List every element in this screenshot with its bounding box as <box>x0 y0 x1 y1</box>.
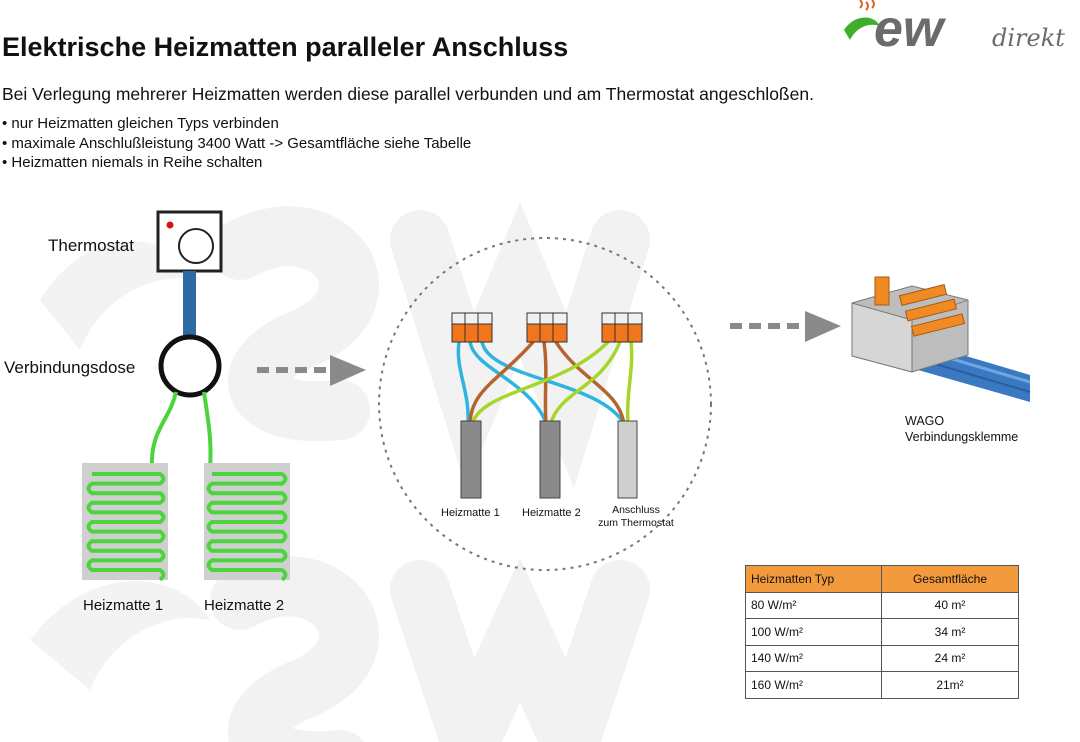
detail-mat-2-label: Heizmatte 2 <box>522 507 581 519</box>
detail-cable-thermostat <box>617 420 638 499</box>
mat-leads <box>149 391 213 469</box>
arrow-to-detail-icon <box>257 355 366 386</box>
table-header-type: Heizmatten Typ <box>745 565 882 593</box>
bullet-item: nur Heizmatten gleichen Typs verbinden <box>2 114 471 134</box>
table-cell: 24 m² <box>881 644 1019 672</box>
wago-label-line2: Verbindungsklemme <box>905 430 1019 444</box>
heating-mat-1-icon <box>82 463 168 582</box>
thermostat-label: Thermostat <box>48 236 134 255</box>
logo-sub-text: direkt <box>992 24 1065 52</box>
table-cell: 80 W/m² <box>745 591 882 619</box>
junction-box-icon <box>158 334 222 398</box>
table-cell: 100 W/m² <box>745 618 882 646</box>
table-header-area: Gesamtfläche <box>881 565 1019 593</box>
thermostat-cable <box>183 271 196 337</box>
wago-connector-icon <box>851 276 1031 402</box>
wago-label-line1: WAGO <box>905 414 945 428</box>
detail-thermostat-label-line1: Anschluss <box>612 504 660 516</box>
bullet-item: maximale Anschlußleistung 3400 Watt -> G… <box>2 134 471 154</box>
logo-leaf-icon <box>844 17 880 40</box>
detail-mat-1-label: Heizmatte 1 <box>441 507 500 519</box>
thermostat-icon <box>156 210 223 273</box>
bullet-item: Heizmatten niemals in Reihe schalten <box>2 153 471 173</box>
detail-cable-mat-2 <box>539 420 561 499</box>
detail-wires <box>456 340 634 426</box>
detail-connector-2-icon <box>526 312 568 343</box>
logo-main-text: ew <box>874 0 947 56</box>
detail-connector-3-icon <box>601 312 643 343</box>
table-cell: 140 W/m² <box>745 644 882 672</box>
detail-thermostat-label: Anschluss zum Thermostat <box>594 504 678 530</box>
heating-mat-2-icon <box>204 463 290 582</box>
page-title: Elektrische Heizmatten paralleler Anschl… <box>2 32 569 62</box>
table-cell: 160 W/m² <box>745 671 882 699</box>
detail-thermostat-label-line2: zum Thermostat <box>598 517 674 529</box>
ew-direkt-logo: ew direkt <box>840 0 1080 58</box>
table-header-row: Heizmatten Typ Gesamtfläche <box>745 565 1019 593</box>
intro-text: Bei Verlegung mehrerer Heizmatten werden… <box>2 84 814 104</box>
table-cell: 34 m² <box>881 618 1019 646</box>
bullet-list: nur Heizmatten gleichen Typs verbinden m… <box>2 114 471 173</box>
mat-1-label: Heizmatte 1 <box>83 597 164 614</box>
table-cell: 21m² <box>881 671 1019 699</box>
detail-cable-mat-1 <box>460 420 482 499</box>
mat-2-label: Heizmatte 2 <box>204 597 285 614</box>
logo-heat-icon <box>859 0 875 11</box>
arrow-to-wago-icon <box>730 311 841 342</box>
logo-graphic: ew direkt <box>844 0 1065 58</box>
detail-zoom-circle <box>378 237 712 571</box>
wago-label: WAGO Verbindungsklemme <box>905 413 1018 445</box>
table-cell: 40 m² <box>881 591 1019 619</box>
detail-connector-1-icon <box>451 312 493 343</box>
junction-box-label: Verbindungsdose <box>4 358 136 377</box>
